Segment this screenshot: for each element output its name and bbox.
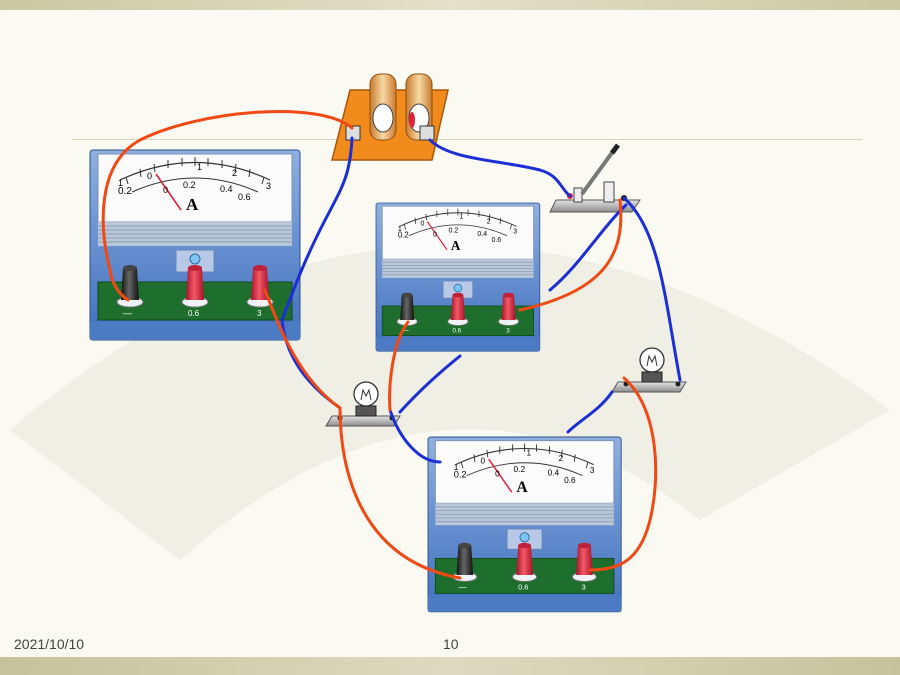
scale-label: 0.2 [183,180,196,190]
terminal-label: — [458,583,467,592]
ammeter-bottom: 0.2 0 0.2 0.4 0.6 1 1 2 3 0 A — 0.6 3 [427,436,622,613]
scale-label: 3 [590,466,595,475]
terminal-label: 0.6 [452,327,461,334]
unit-label: A [186,195,199,214]
slide-page-number: 10 [443,636,459,652]
scale-label: 0 [420,221,424,228]
scale-label: 0.6 [238,192,251,202]
scale-label: 0.4 [477,231,487,238]
scale-label: 0.6 [491,237,501,244]
scale-label: 2 [232,168,237,178]
scale-label: 0.2 [118,186,132,197]
scale-label: 0 [163,185,168,195]
terminal-label: — [123,308,132,318]
unit-label: A [516,479,528,496]
scale-label: 0.6 [564,476,576,485]
terminal-label: 0.6 [188,309,200,318]
scale-label: 3 [266,181,271,191]
scale-label: 2 [559,454,564,463]
ammeter-middle: 0.2 0 0.2 0.4 0.6 1 1 2 3 0 A — 0.6 3 [375,202,541,352]
scale-label: 1 [526,448,531,457]
ammeter-left: 0.2 0 0.2 0.4 0.6 1 1 2 3 0 A — 0.6 3 [89,149,301,341]
scale-label: 0.4 [220,184,233,194]
slide-date: 2021/10/10 [14,636,85,652]
unit-label: A [451,238,461,253]
blue-wires [280,136,682,464]
scale-label: 2 [487,218,491,225]
scale-label: 0 [480,457,485,466]
battery-holder [331,73,449,161]
scale-label: 0 [147,171,152,181]
scale-label: 1 [454,463,459,472]
scale-label: 0 [495,470,500,479]
scale-label: 1 [459,214,463,221]
scale-label: 0.2 [398,230,409,239]
terminal-label: 3 [506,327,510,334]
scale-label: 1 [197,162,202,172]
red-wires [101,110,658,580]
scale-label: 0 [433,232,437,239]
scale-label: 0.2 [449,228,459,235]
scale-label: 1 [118,178,123,188]
slide-bottom-band [0,657,900,675]
slide-divider-line [72,139,862,140]
scale-label: 3 [513,228,517,235]
scale-label: 0.4 [548,469,560,478]
scale-label: 1 [398,226,402,233]
slide-top-band [0,0,900,10]
terminal-label: 3 [257,309,262,318]
terminal-label: — [402,327,409,334]
terminal-label: 0.6 [518,583,528,592]
terminal-label: 3 [582,583,586,592]
scale-label: 0.2 [454,469,467,479]
scale-label: 0.2 [514,465,526,474]
